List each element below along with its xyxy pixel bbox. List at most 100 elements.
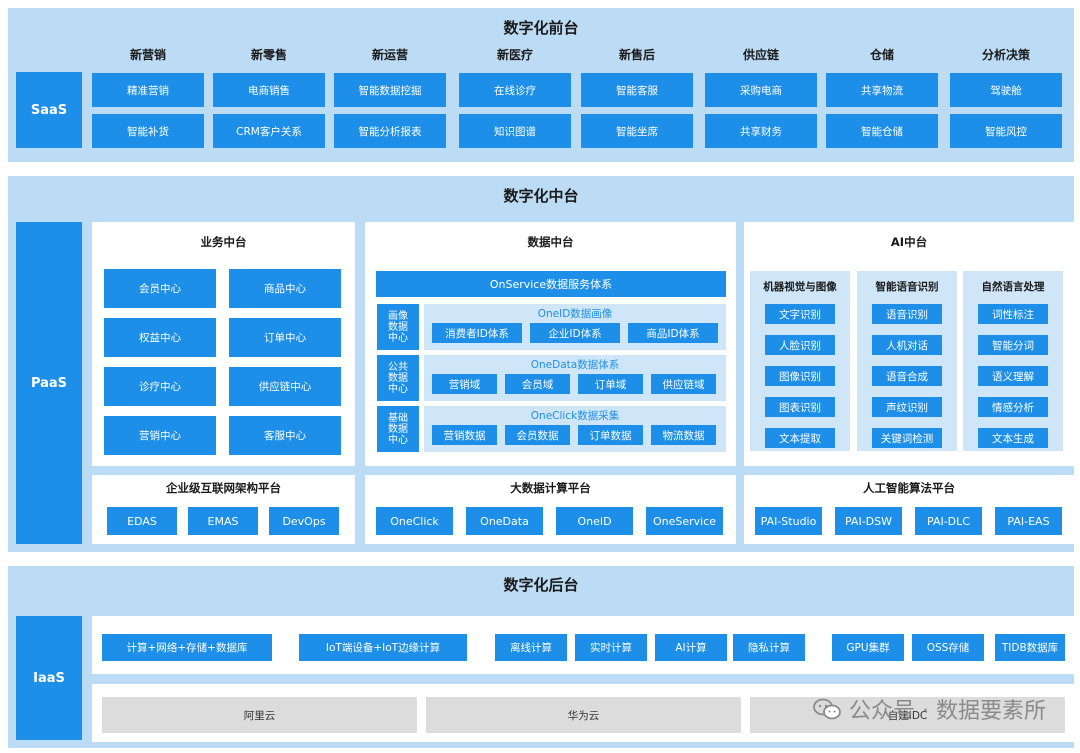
cloud-item[interactable]: 华为云 [426, 697, 741, 733]
front-item[interactable]: 智能补货 [92, 114, 204, 148]
compute-item[interactable]: AI计算 [655, 634, 727, 661]
watermark: 公众号 · 数据要素所 [813, 693, 1046, 725]
front-item[interactable]: CRM客户关系 [213, 114, 325, 148]
cloud-item[interactable]: 自建IDC [750, 697, 1065, 733]
ai-item[interactable]: 智能分词 [978, 335, 1048, 355]
data-row-item[interactable]: 商品ID体系 [628, 323, 718, 343]
ai-column: 机器视觉与图像文字识别人脸识别图像识别图表识别文本提取 [750, 271, 850, 451]
front-item[interactable]: 智能坐席 [581, 114, 693, 148]
platform-item[interactable]: DevOps [269, 507, 339, 535]
compute-item[interactable]: TIDB数据库 [995, 634, 1065, 661]
data-row-item[interactable]: 会员域 [505, 374, 570, 394]
compute-item[interactable]: GPU集群 [832, 634, 904, 661]
front-category-5: 供应链 [742, 48, 779, 62]
data-row-item[interactable]: 订单域 [578, 374, 643, 394]
ai-item[interactable]: 文字识别 [765, 304, 835, 324]
data-row-head: OneID数据画像 [537, 308, 613, 320]
ai-item[interactable]: 关键词检测 [872, 428, 942, 448]
onservice-bar[interactable]: OnService数据服务体系 [376, 271, 726, 297]
data-row-item[interactable]: 会员数据 [505, 425, 570, 445]
ai-item[interactable]: 语音识别 [872, 304, 942, 324]
data-row-item[interactable]: 企业ID体系 [530, 323, 620, 343]
ai-item[interactable]: 图表识别 [765, 397, 835, 417]
ai-title: AI中台 [890, 235, 928, 249]
data-row-item[interactable]: 营销域 [432, 374, 497, 394]
front-item[interactable]: 智能分析报表 [334, 114, 446, 148]
platform-item[interactable]: EDAS [107, 507, 177, 535]
platform-title: 大数据计算平台 [510, 481, 591, 495]
wechat-icon [813, 698, 841, 720]
ai-column-title: 智能语音识别 [875, 281, 939, 293]
iaas-label: IaaS [16, 616, 82, 740]
front-category-6: 仓储 [869, 48, 894, 62]
platform-item[interactable]: OneService [646, 507, 723, 535]
platform-item[interactable]: OneData [466, 507, 543, 535]
data-row-item[interactable]: 供应链域 [651, 374, 716, 394]
ai-item[interactable]: 文本生成 [978, 428, 1048, 448]
front-item[interactable]: 智能风控 [950, 114, 1062, 148]
compute-item[interactable]: 离线计算 [495, 634, 567, 661]
platform-item[interactable]: EMAS [188, 507, 258, 535]
platform-title: 企业级互联网架构平台 [166, 481, 281, 495]
platform-item[interactable]: OneClick [376, 507, 453, 535]
front-category-1: 新零售 [250, 48, 287, 62]
front-item[interactable]: 在线诊疗 [459, 73, 571, 107]
data-row-item[interactable]: 营销数据 [432, 425, 497, 445]
platform-item[interactable]: PAI-EAS [995, 507, 1062, 535]
ai-item[interactable]: 词性标注 [978, 304, 1048, 324]
ai-column-title: 机器视觉与图像 [763, 281, 837, 293]
platform-item[interactable]: PAI-DLC [915, 507, 982, 535]
front-item[interactable]: 智能数据挖掘 [334, 73, 446, 107]
ai-item[interactable]: 人脸识别 [765, 335, 835, 355]
platform-item[interactable]: PAI-DSW [835, 507, 902, 535]
front-item[interactable]: 共享物流 [826, 73, 938, 107]
business-item[interactable]: 诊疗中心 [104, 367, 216, 406]
middle-title: 数字化中台 [503, 187, 579, 205]
front-item[interactable]: 共享财务 [705, 114, 817, 148]
front-category-4: 新售后 [618, 48, 655, 62]
platform-item[interactable]: OneID [556, 507, 633, 535]
front-item[interactable]: 智能客服 [581, 73, 693, 107]
paas-label: PaaS [16, 222, 82, 544]
compute-item[interactable]: IoT端设备+IoT边缘计算 [299, 634, 467, 661]
data-row-item[interactable]: 消费者ID体系 [432, 323, 522, 343]
business-item[interactable]: 权益中心 [104, 318, 216, 357]
data-row-item[interactable]: 物流数据 [651, 425, 716, 445]
data-title: 数据中台 [527, 235, 574, 249]
saas-label: SaaS [16, 72, 82, 148]
front-item[interactable]: 驾驶舱 [950, 73, 1062, 107]
watermark-text: 公众号 · 数据要素所 [849, 699, 1046, 724]
business-item[interactable]: 会员中心 [104, 269, 216, 308]
business-item[interactable]: 客服中心 [229, 416, 341, 455]
front-item[interactable]: 知识图谱 [459, 114, 571, 148]
ai-item[interactable]: 声纹识别 [872, 397, 942, 417]
data-row-label-text: 画像数据中心 [388, 310, 408, 344]
compute-item[interactable]: OSS存储 [912, 634, 984, 661]
compute-item[interactable]: 计算+网络+存储+数据库 [102, 634, 272, 661]
ai-item[interactable]: 文本提取 [765, 428, 835, 448]
front-item[interactable]: 采购电商 [705, 73, 817, 107]
compute-item[interactable]: 实时计算 [575, 634, 647, 661]
platform-item[interactable]: PAI-Studio [755, 507, 822, 535]
data-row-item[interactable]: 订单数据 [578, 425, 643, 445]
business-item[interactable]: 订单中心 [229, 318, 341, 357]
ai-item[interactable]: 情感分析 [978, 397, 1048, 417]
ai-item[interactable]: 图像识别 [765, 366, 835, 386]
ai-item[interactable]: 人机对话 [872, 335, 942, 355]
business-item[interactable]: 商品中心 [229, 269, 341, 308]
business-item[interactable]: 供应链中心 [229, 367, 341, 406]
ai-item[interactable]: 语音合成 [872, 366, 942, 386]
data-row-label: 画像数据中心 [377, 304, 419, 350]
compute-item[interactable]: 隐私计算 [733, 634, 805, 661]
ai-column: 智能语音识别语音识别人机对话语音合成声纹识别关键词检测 [857, 271, 957, 451]
data-row-label-text: 基础数据中心 [388, 412, 408, 446]
cloud-item[interactable]: 阿里云 [102, 697, 417, 733]
ai-item[interactable]: 语义理解 [978, 366, 1048, 386]
front-item[interactable]: 智能仓储 [826, 114, 938, 148]
front-item[interactable]: 精准营销 [92, 73, 204, 107]
data-row-panel: OneData数据体系营销域会员域订单域供应链域 [424, 355, 726, 401]
front-item[interactable]: 电商销售 [213, 73, 325, 107]
platform-panel: 大数据计算平台 OneClick OneData OneID OneService [365, 475, 736, 544]
business-item[interactable]: 营销中心 [104, 416, 216, 455]
